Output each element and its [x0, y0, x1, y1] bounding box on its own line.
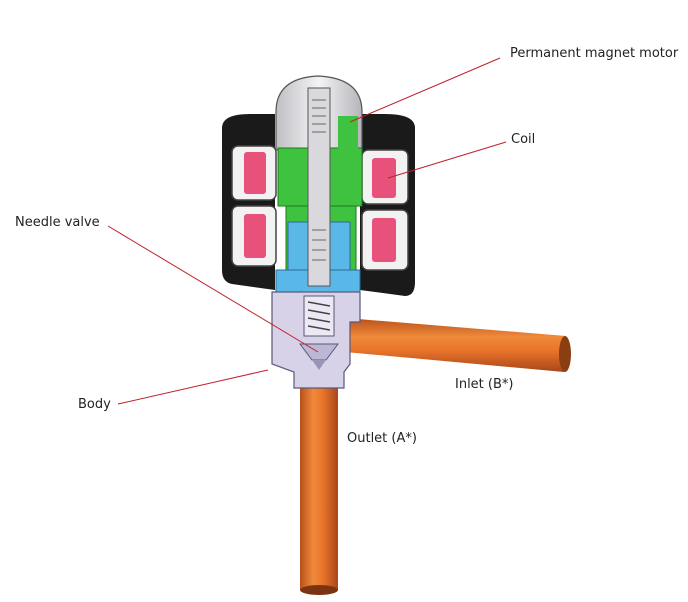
coil-windings	[231, 145, 409, 271]
leader-coil	[387, 141, 507, 179]
label-body: Body	[78, 397, 111, 412]
valve-body	[271, 291, 361, 389]
inlet-tube	[345, 318, 571, 372]
label-outlet: Outlet (A*)	[347, 431, 417, 446]
label-coil: Coil	[511, 132, 536, 147]
label-needle-valve: Needle valve	[15, 215, 100, 230]
leader-needle-valve	[107, 225, 319, 353]
label-permanent-magnet-motor: Permanent magnet motor	[510, 46, 679, 61]
spindle	[307, 87, 331, 287]
leader-body	[117, 369, 269, 405]
leader-lines	[107, 57, 507, 405]
leader-permanent-magnet-motor	[349, 57, 501, 123]
outlet-tube	[300, 380, 338, 595]
label-inlet: Inlet (B*)	[455, 377, 514, 392]
